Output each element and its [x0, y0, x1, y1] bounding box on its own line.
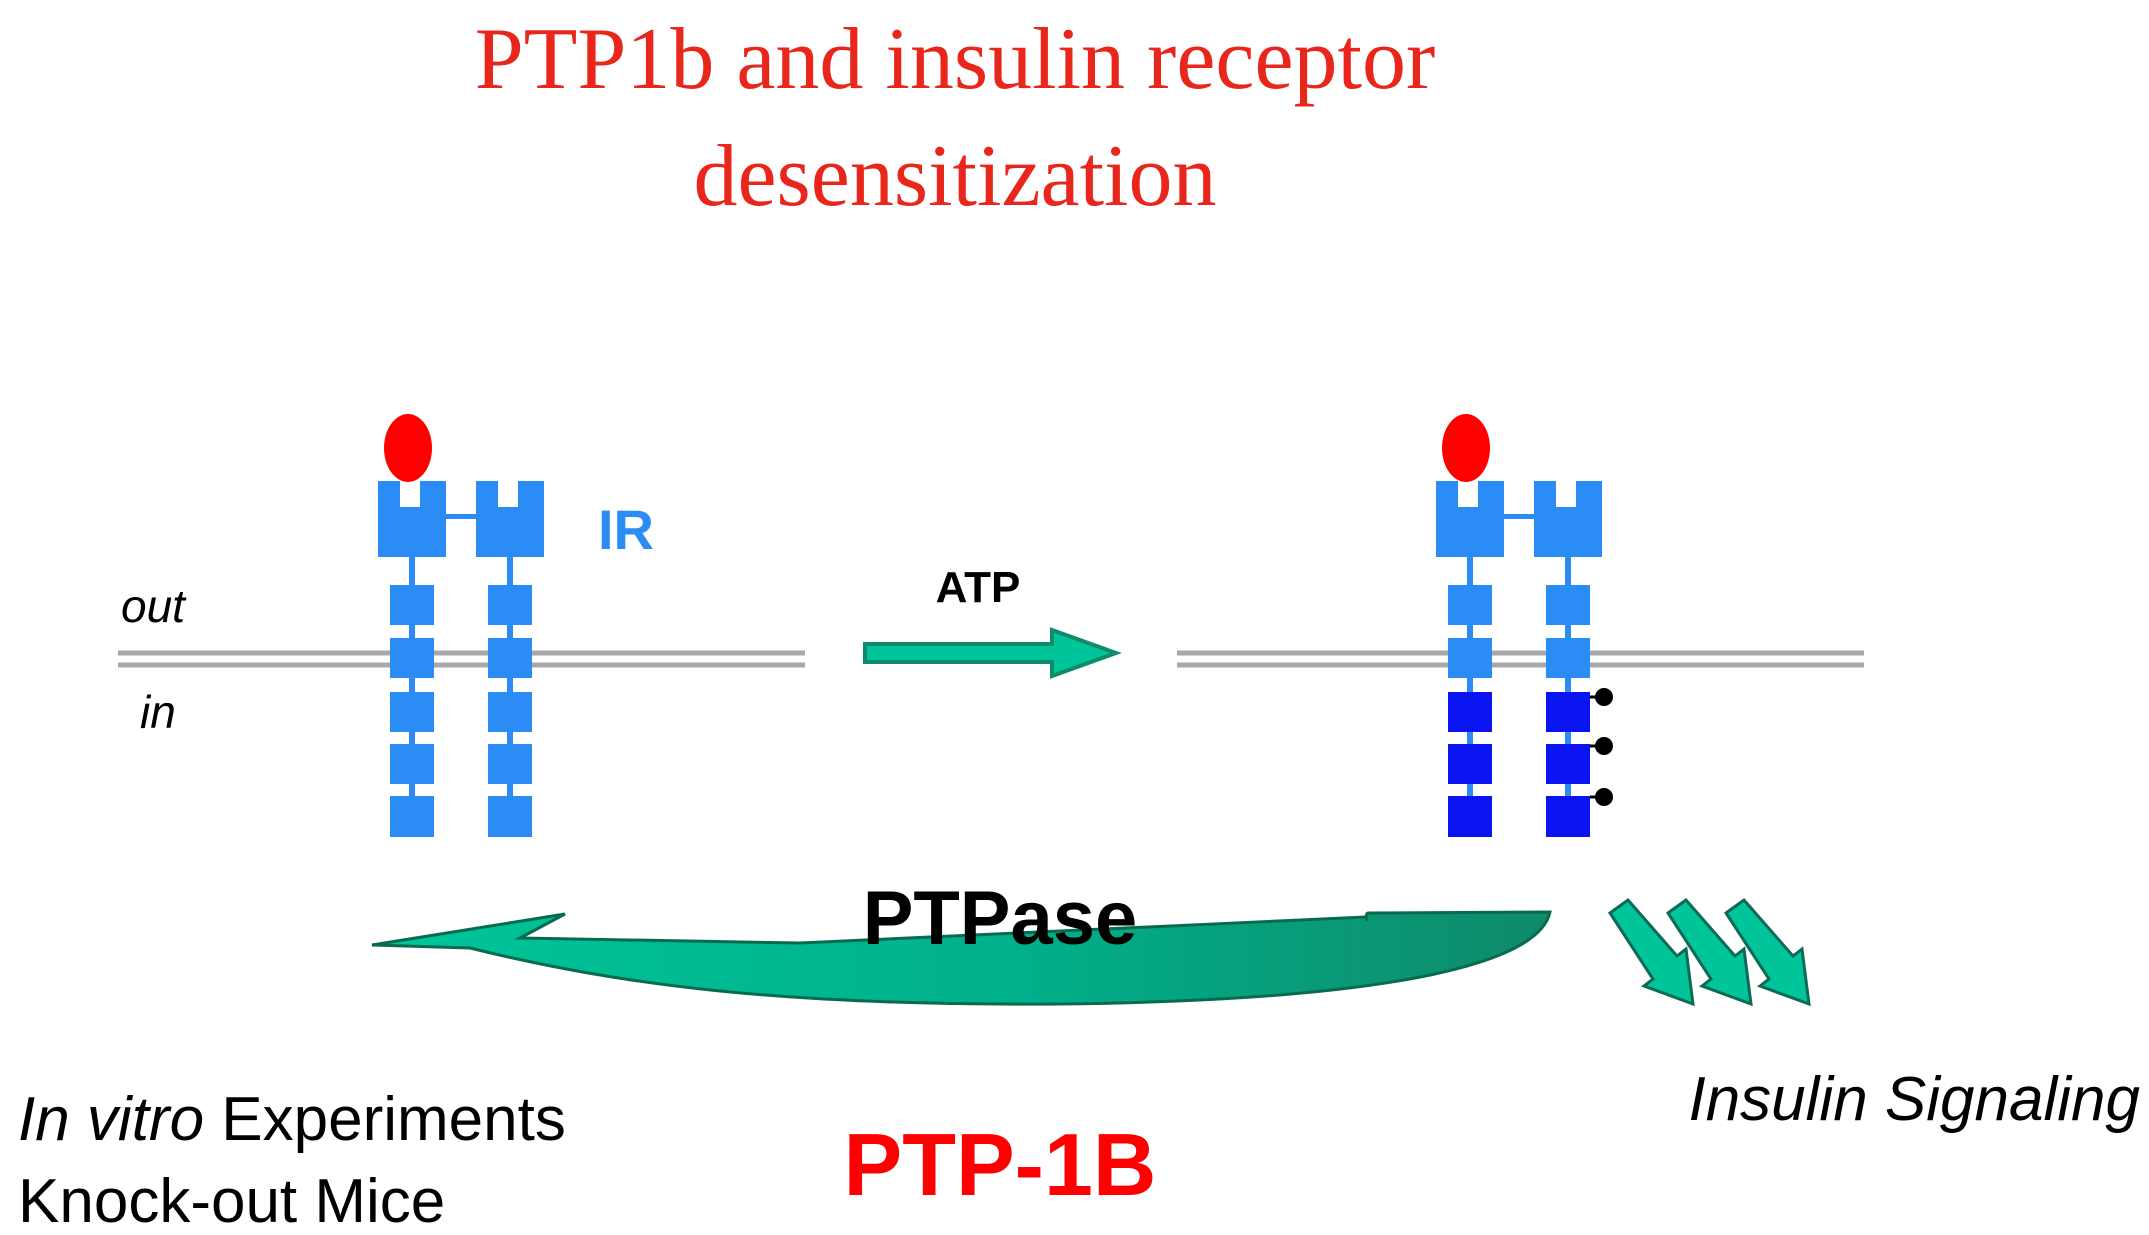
signaling-arrow-icon [1607, 897, 1695, 1007]
insulin-receptor-inactive [378, 414, 544, 837]
insulin-ligand-right [1442, 414, 1490, 482]
membrane-left [118, 650, 805, 668]
ptpase-label: PTPase [863, 876, 1138, 961]
signaling-arrow-icon [1723, 897, 1811, 1007]
phosphate-group-icon [1590, 788, 1613, 806]
title-line-1: PTP1b and insulin receptor [475, 11, 1436, 108]
experiments-text: Experiments [204, 1085, 566, 1154]
phosphate-group-icon [1590, 688, 1613, 706]
outside-label: out [121, 580, 187, 632]
insulin-ligand-left [384, 414, 432, 482]
receptor-alpha-subunit-left-active [1436, 481, 1504, 557]
insulin-signaling-label: Insulin Signaling [1688, 1065, 2140, 1134]
evidence-line-2: Knock-out Mice [18, 1167, 445, 1235]
ptp1b-label: PTP-1B [844, 1115, 1157, 1214]
inside-label: in [140, 686, 176, 738]
signaling-arrow-icon [1665, 897, 1753, 1007]
title-line-2: desensitization [694, 128, 1217, 225]
insulin-receptor-active [1436, 414, 1613, 837]
receptor-alpha-subunit-left [378, 481, 446, 557]
phosphorylation-arrow-icon [863, 627, 1122, 679]
membrane-right [1177, 650, 1864, 668]
phosphate-group-icon [1590, 737, 1613, 755]
receptor-alpha-subunit-right [476, 481, 544, 557]
in-vitro-italic: In vitro [18, 1085, 204, 1154]
evidence-line-1: In vitro Experiments [18, 1085, 566, 1154]
receptor-alpha-subunit-right-active [1534, 481, 1602, 557]
atp-label: ATP [936, 563, 1021, 612]
receptor-label: IR [598, 498, 654, 561]
dephosphorylation-arrow-icon [371, 910, 1552, 1006]
